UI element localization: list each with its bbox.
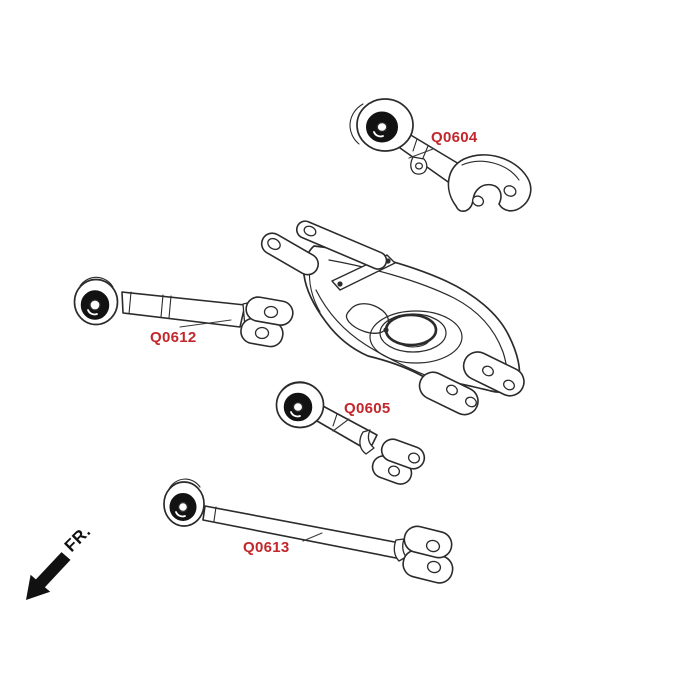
part-label-q0604: Q0604 [431, 129, 478, 146]
q0613-arm-drawing [163, 478, 454, 584]
part-label-q0613: Q0613 [243, 539, 290, 556]
part-label-q0612: Q0612 [150, 329, 197, 346]
label-leader-lines [179, 148, 434, 542]
q0605-arm-drawing [275, 381, 426, 485]
part-label-q0605: Q0605 [344, 400, 391, 417]
q0604-arm-drawing [349, 98, 532, 212]
fr-direction-arrow-icon [26, 552, 71, 600]
center-lower-control-arm-drawing [260, 220, 525, 416]
q0612-arm-drawing [73, 276, 294, 348]
